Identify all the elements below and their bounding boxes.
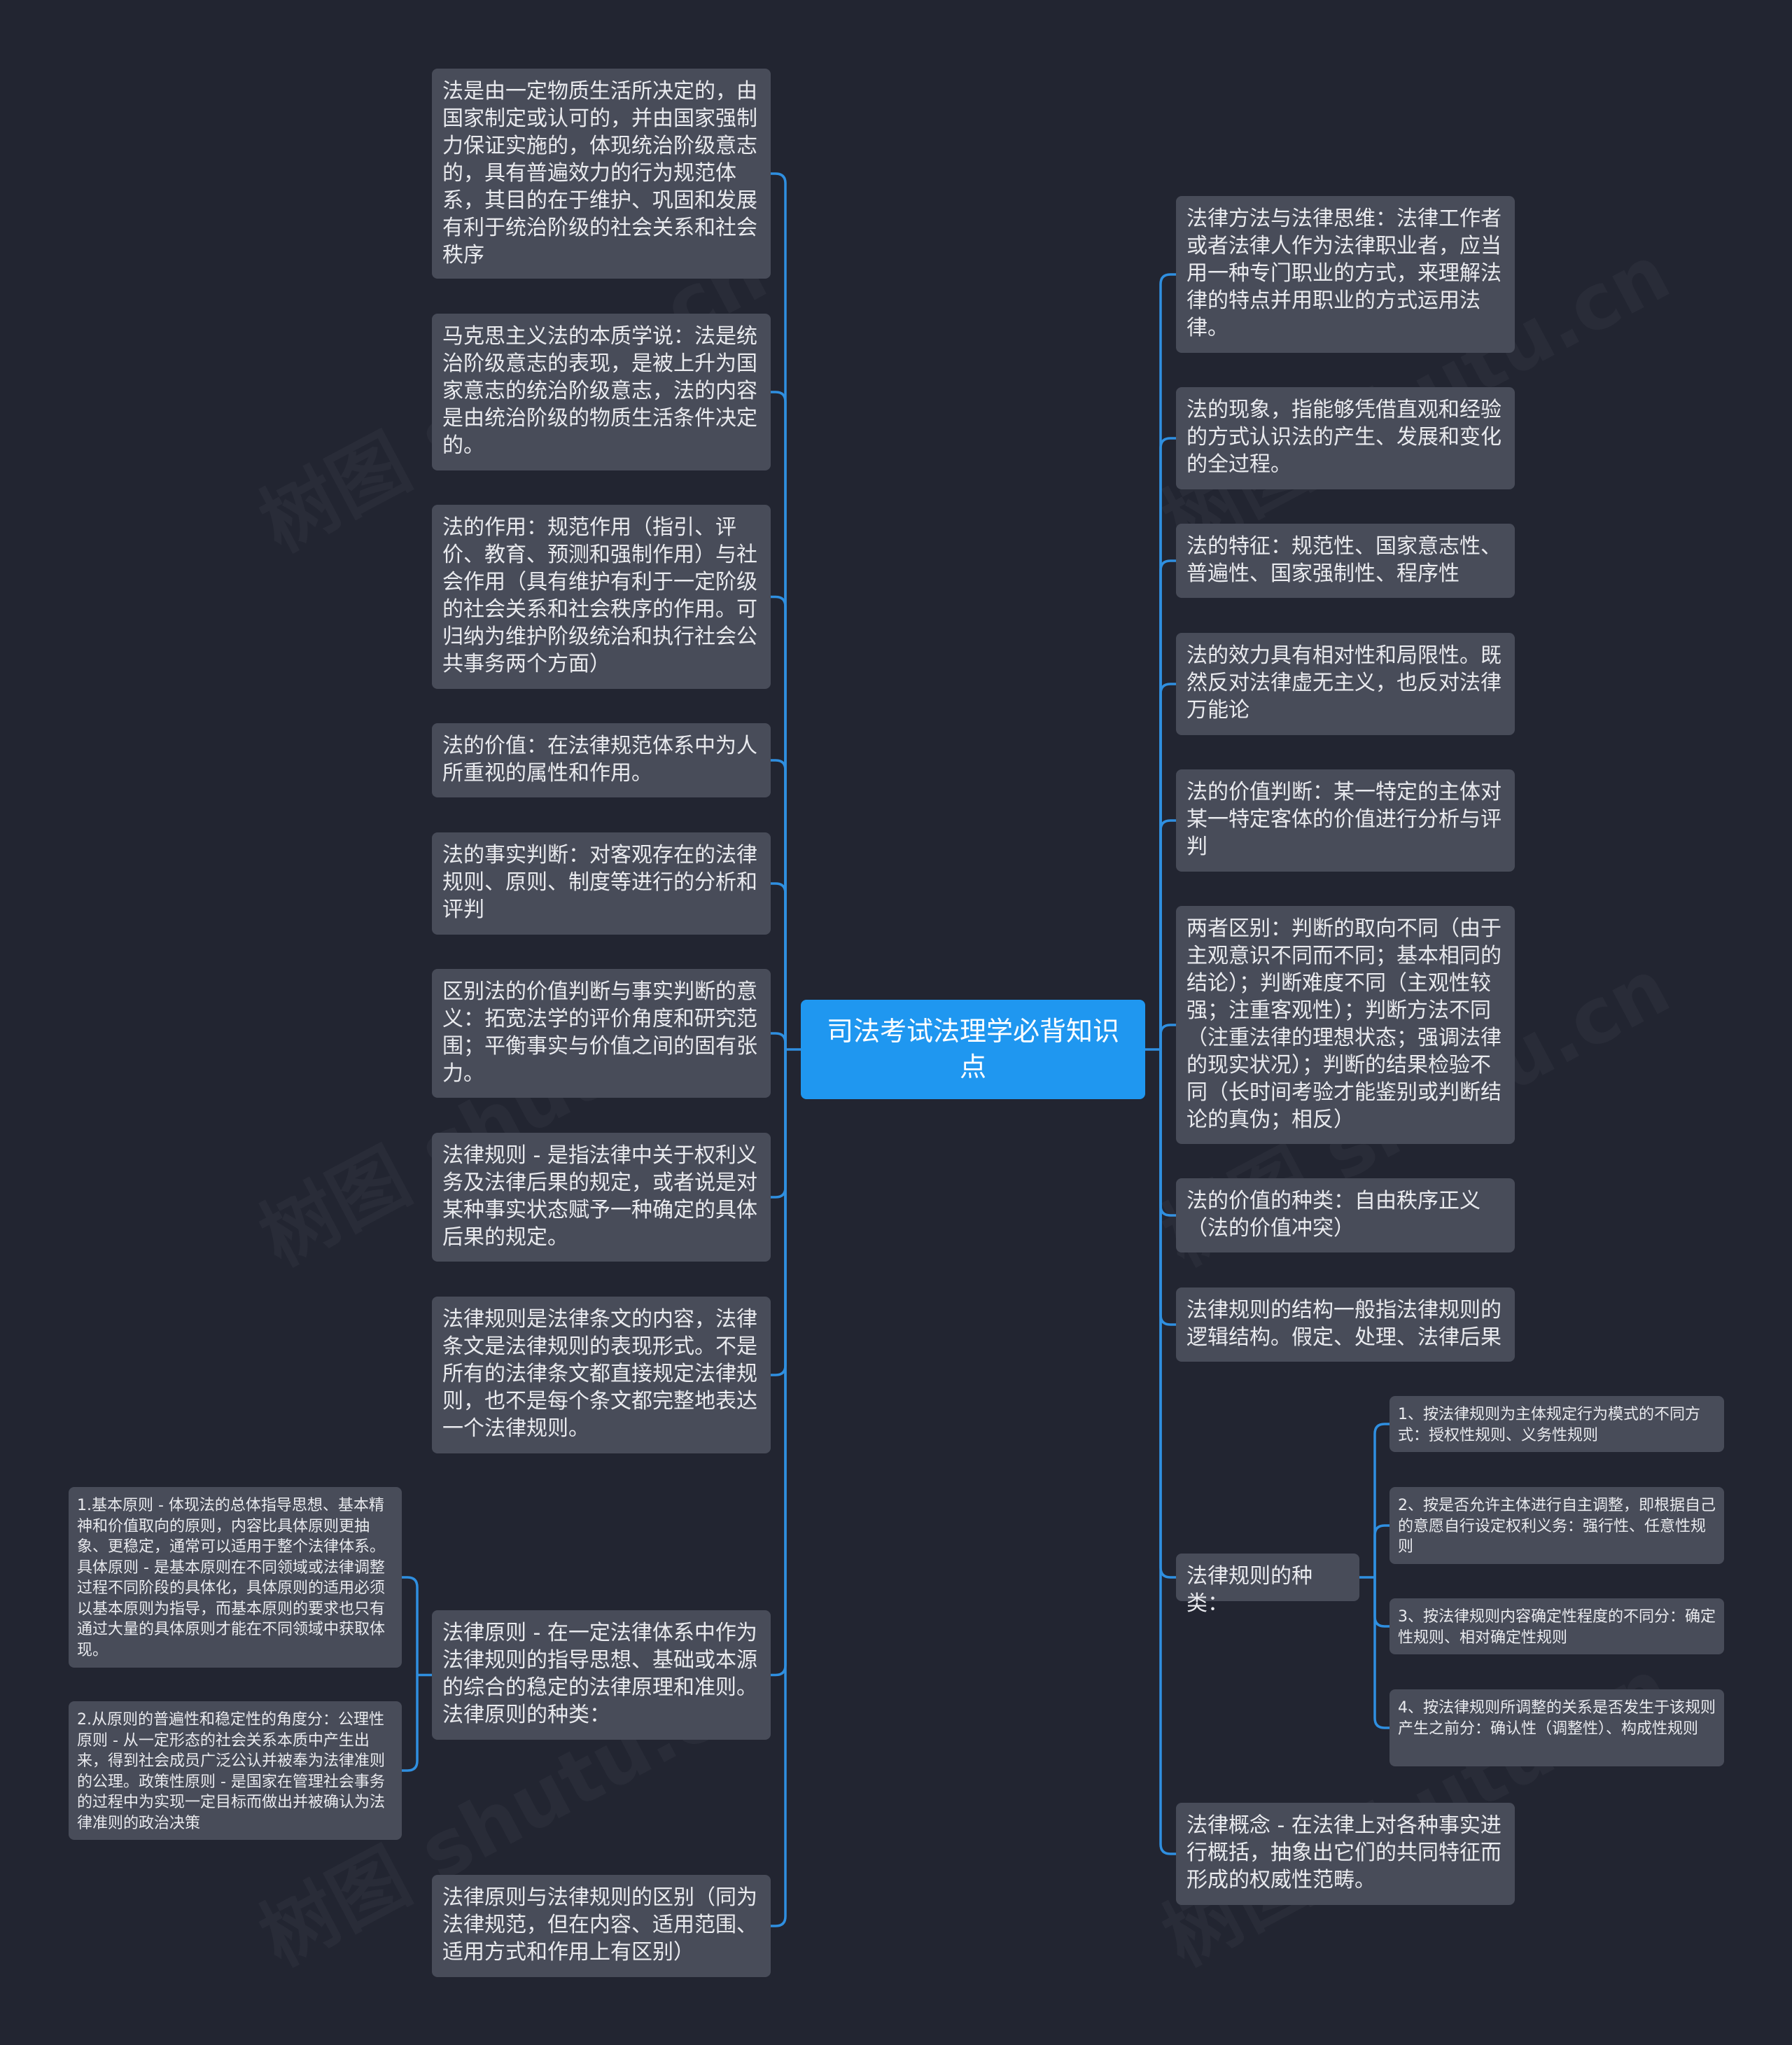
- principle-subtopic-2[interactable]: 2.从原则的普遍性和稳定性的角度分：公理性原则 - 从一定形态的社会关系本质中产…: [69, 1701, 402, 1840]
- right-topic-1-connector: [1159, 273, 1176, 1049]
- rule-type-subtopic-2[interactable]: 2、按是否允许主体进行自主调整，即根据自己的意愿自行设定权利义务：强行性、任意性…: [1390, 1487, 1724, 1564]
- right-topic-3-connector: [1159, 559, 1176, 1049]
- left-topic-4[interactable]: 法的价值：在法律规范体系中为人所重视的属性和作用。: [432, 723, 771, 797]
- left-topic-10-connector: [771, 1049, 787, 1927]
- left-topic-8[interactable]: 法律规则是法律条文的内容，法律条文是法律规则的表现形式。不是所有的法律条文都直接…: [432, 1297, 771, 1453]
- right-topic-5-connector: [1159, 819, 1176, 1049]
- left-topic-7-connector: [771, 1049, 787, 1199]
- right-topic-9-connector: [1159, 1049, 1176, 1579]
- right-topic-8-connector: [1159, 1049, 1176, 1326]
- left-topic-2-connector: [771, 391, 787, 1049]
- left-topic-3-connector: [771, 595, 787, 1049]
- rule-type-subtopic-1-connector: [1373, 1423, 1390, 1577]
- right-topic-6-connector: [1159, 1024, 1176, 1049]
- right-topic-10[interactable]: 法律概念 - 在法律上对各种事实进行概括，抽象出它们的共同特征而形成的权威性范畴…: [1176, 1803, 1515, 1905]
- left-topic-1-connector: [771, 172, 787, 1049]
- right-topic-7[interactable]: 法的价值的种类：自由秩序正义（法的价值冲突）: [1176, 1178, 1515, 1252]
- rule-type-subtopic-4-connector: [1373, 1577, 1390, 1729]
- right-topic-1[interactable]: 法律方法与法律思维：法律工作者或者法律人作为法律职业者，应当用一种专门职业的方式…: [1176, 196, 1515, 353]
- principle-subtopic-2-connector: [402, 1675, 419, 1772]
- root-topic[interactable]: 司法考试法理学必背知识点: [801, 1000, 1145, 1099]
- rule-type-subtopic-1[interactable]: 1、按法律规则为主体规定行为模式的不同方式：授权性规则、义务性规则: [1390, 1396, 1724, 1452]
- left-topic-9-connector: [771, 1049, 787, 1677]
- left-topic-5-connector: [771, 882, 787, 1049]
- right-topic-5[interactable]: 法的价值判断：某一特定的主体对某一特定客体的价值进行分析与评判: [1176, 769, 1515, 872]
- rule-type-subtopic-3-connector: [1373, 1577, 1390, 1628]
- left-topic-6-connector: [771, 1032, 787, 1049]
- principle-subtopic-1-connector: [402, 1576, 419, 1675]
- left-topic-4-connector: [771, 759, 787, 1049]
- left-topic-6[interactable]: 区别法的价值判断与事实判断的意义：拓宽法学的评价角度和研究范围；平衡事实与价值之…: [432, 969, 771, 1098]
- principle-subtopic-1[interactable]: 1.基本原则 - 体现法的总体指导思想、基本精神和价值取向的原则，内容比具体原则…: [69, 1487, 402, 1668]
- rule-type-subtopic-4[interactable]: 4、按法律规则所调整的关系是否发生于该规则产生之前分：确认性（调整性）、构成性规…: [1390, 1689, 1724, 1766]
- right-topic-6[interactable]: 两者区别：判断的取向不同（由于主观意识不同而不同；基本相同的结论）；判断难度不同…: [1176, 906, 1515, 1144]
- right-topic-4[interactable]: 法的效力具有相对性和局限性。既然反对法律虚无主义，也反对法律万能论: [1176, 633, 1515, 735]
- right-topic-2-connector: [1159, 437, 1176, 1049]
- left-topic-9[interactable]: 法律原则 - 在一定法律体系中作为法律规则的指导思想、基础或本源的综合的稳定的法…: [432, 1610, 771, 1740]
- left-topic-10[interactable]: 法律原则与法律规则的区别（同为法律规范，但在内容、适用范围、适用方式和作用上有区…: [432, 1875, 771, 1977]
- right-topic-4-connector: [1159, 683, 1176, 1049]
- rule-type-subtopic-2-connector: [1373, 1524, 1390, 1577]
- left-topic-1[interactable]: 法是由一定物质生活所决定的，由国家制定或认可的，并由国家强制力保证实施的，体现统…: [432, 69, 771, 279]
- left-topic-3[interactable]: 法的作用：规范作用（指引、评价、教育、预测和强制作用）与社会作用（具有维护有利于…: [432, 505, 771, 689]
- left-topic-5[interactable]: 法的事实判断：对客观存在的法律规则、原则、制度等进行的分析和评判: [432, 832, 771, 935]
- right-topic-10-connector: [1159, 1049, 1176, 1855]
- right-topic-9[interactable]: 法律规则的种类：: [1176, 1554, 1359, 1616]
- right-topic-3[interactable]: 法的特征：规范性、国家意志性、普遍性、国家强制性、程序性: [1176, 524, 1515, 598]
- right-topic-2[interactable]: 法的现象，指能够凭借直观和经验的方式认识法的产生、发展和变化的全过程。: [1176, 387, 1515, 489]
- right-topic-7-connector: [1159, 1049, 1176, 1217]
- left-topic-8-connector: [771, 1049, 787, 1376]
- left-topic-7[interactable]: 法律规则 - 是指法律中关于权利义务及法律后果的规定，或者说是对某种事实状态赋予…: [432, 1133, 771, 1262]
- right-topic-8[interactable]: 法律规则的结构一般指法律规则的逻辑结构。假定、处理、法律后果: [1176, 1287, 1515, 1362]
- rule-type-subtopic-3[interactable]: 3、按法律规则内容确定性程度的不同分：确定性规则、相对确定性规则: [1390, 1598, 1724, 1654]
- left-topic-2[interactable]: 马克思主义法的本质学说：法是统治阶级意志的表现，是被上升为国家意志的统治阶级意志…: [432, 314, 771, 470]
